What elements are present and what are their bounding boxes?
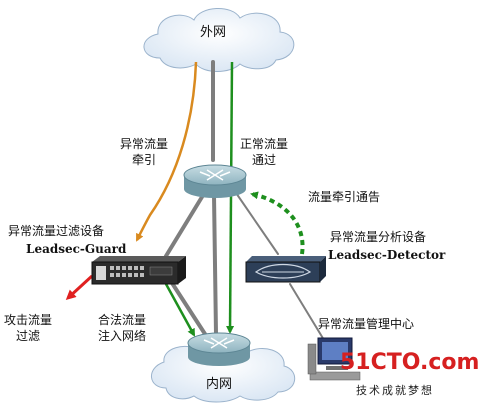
guard-appliance <box>91 256 186 285</box>
legit-injection-arrow <box>164 283 196 337</box>
attack-filter-arrow <box>65 274 94 301</box>
management-computer <box>307 337 361 381</box>
detector-appliance <box>245 256 326 283</box>
top-router <box>183 164 247 198</box>
legit-inject-label: 合法流量 注入网络 <box>98 313 147 344</box>
attack-filter-label: 攻击流量 过滤 <box>4 313 53 344</box>
management-center-label: 异常流量管理中心 <box>318 317 415 331</box>
internet-label: 外网 <box>200 25 227 40</box>
intranet-label: 内网 <box>206 377 233 392</box>
diversion-notice-arrow <box>250 191 305 255</box>
internet-cloud <box>143 8 295 72</box>
filter-device-label: 异常流量过滤设备 <box>8 224 105 238</box>
network-diagram <box>65 8 361 403</box>
diversion-notice-label: 流量牵引通告 <box>308 190 381 204</box>
brand-watermark: 51CTO.com <box>340 350 479 375</box>
intranet-cloud <box>151 340 295 403</box>
slogan-watermark: 技术成就梦想 <box>356 384 434 397</box>
normal-pass-label: 正常流量 通过 <box>240 137 289 168</box>
gray-links <box>164 60 325 341</box>
bottom-router <box>187 332 251 366</box>
normal-traffic-arrow <box>226 61 235 334</box>
guard-device-name: Leadsec-Guard <box>26 242 127 256</box>
abnormal-diversion-arrow <box>135 61 198 242</box>
abnormal-diversion-label: 异常流量 牵引 <box>120 137 169 168</box>
detector-device-name: Leadsec-Detector <box>328 248 446 262</box>
analysis-device-label: 异常流量分析设备 <box>330 230 427 244</box>
